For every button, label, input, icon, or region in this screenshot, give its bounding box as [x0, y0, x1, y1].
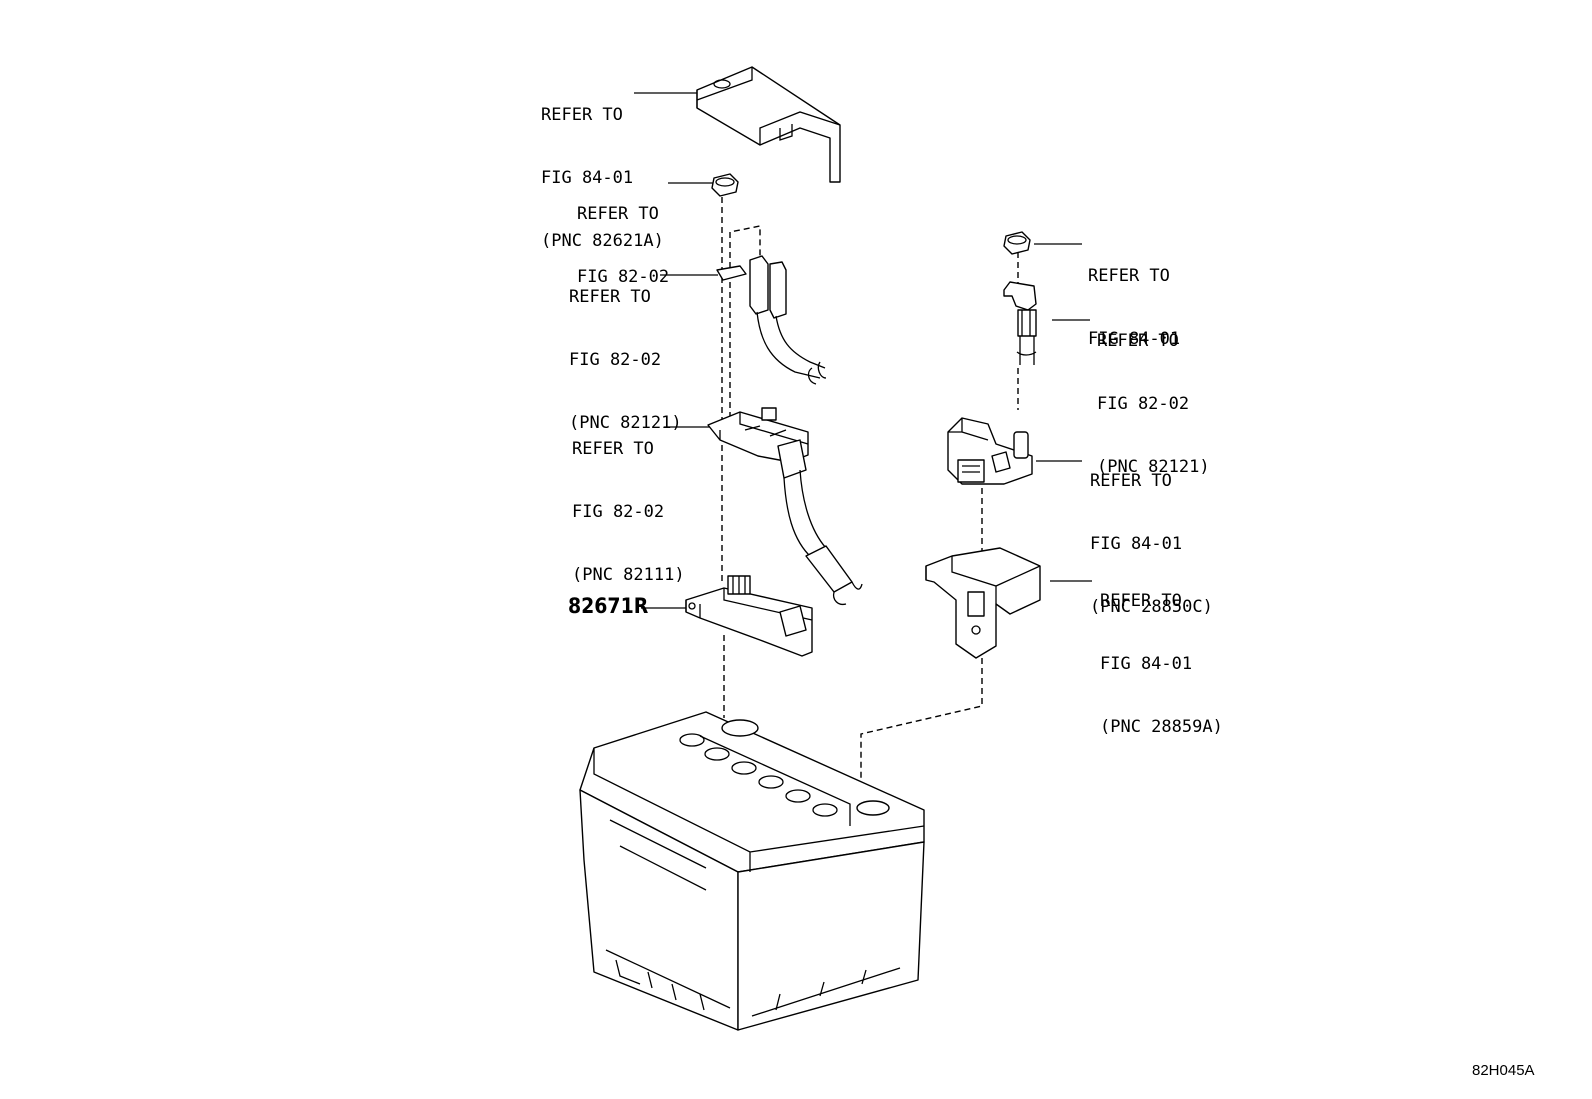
callout-line: FIG 82-02	[577, 267, 670, 287]
callout-line: REFER TO	[572, 439, 654, 459]
callout-line: (PNC 28859A)	[1100, 717, 1223, 737]
callout-line: FIG 82-02	[572, 502, 665, 522]
callout-line: REFER TO	[541, 105, 623, 125]
terminal-right	[1003, 281, 1037, 365]
callout-terminal-82121-left: REFER TO FIG 82-02 (PNC 82121)	[569, 245, 682, 455]
callout-line: FIG 84-01	[1088, 329, 1181, 349]
callout-cover: REFER TO FIG 84-01 (PNC 82621A)	[541, 63, 664, 273]
callout-line: REFER TO	[1090, 471, 1172, 491]
callout-line: FIG 84-01	[1100, 654, 1193, 674]
nut-right	[1003, 231, 1031, 255]
callout-line: FIG 82-02	[569, 350, 662, 370]
battery-sensor	[947, 417, 1033, 485]
callout-nut-right: REFER TO FIG 84-01	[1088, 224, 1180, 371]
callout-line: (PNC 82121)	[1097, 457, 1210, 477]
callout-sensor-28850c: REFER TO FIG 84-01 (PNC 28850C)	[1090, 429, 1213, 639]
callout-line: REFER TO	[1100, 591, 1182, 611]
callout-line: (PNC 82111)	[572, 565, 685, 585]
part-number-label: 82671R	[568, 594, 649, 618]
callout-line: REFER TO	[1088, 266, 1170, 286]
callout-line: (PNC 82121)	[569, 413, 682, 433]
bracket-82671r	[685, 575, 813, 657]
callout-nut-left: REFER TO FIG 82-02	[577, 162, 669, 309]
callout-line: FIG 84-01	[1090, 534, 1183, 554]
callout-line: FIG 82-02	[1097, 394, 1190, 414]
callout-bracket-28859a: REFER TO FIG 84-01 (PNC 28859A)	[1100, 549, 1223, 759]
callout-line: REFER TO	[1097, 331, 1179, 351]
callout-line: REFER TO	[569, 287, 651, 307]
battery	[579, 711, 925, 1031]
callout-line: REFER TO	[577, 204, 659, 224]
terminal-block	[707, 407, 863, 606]
nut-left	[711, 173, 739, 197]
figure-id: 82H045A	[1472, 1062, 1535, 1079]
sensor-bracket	[925, 547, 1041, 659]
callout-terminal-82111: REFER TO FIG 82-02 (PNC 82111)	[572, 397, 685, 607]
assembly-lines	[721, 197, 1019, 790]
callout-terminal-82121-right: REFER TO FIG 82-02 (PNC 82121)	[1097, 289, 1210, 499]
terminal-cover	[696, 66, 841, 183]
leader-lines	[634, 92, 1092, 609]
callout-line: (PNC 82621A)	[541, 231, 664, 251]
callout-line: FIG 84-01	[541, 168, 634, 188]
callout-line: (PNC 28850C)	[1090, 597, 1213, 617]
terminal-left	[716, 255, 827, 385]
